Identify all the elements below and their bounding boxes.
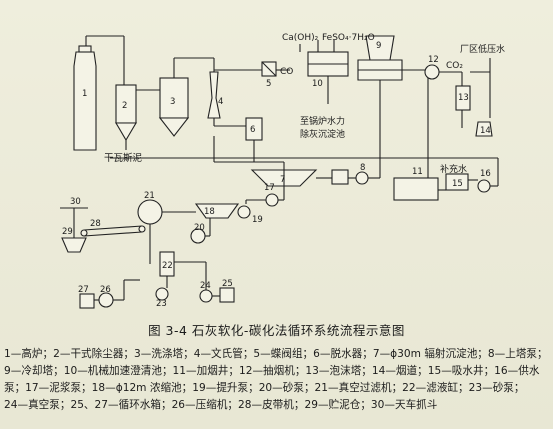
num-1: 1 [82,89,87,99]
num-9: 9 [376,41,381,51]
thickener [194,200,247,219]
num-16: 16 [480,169,491,179]
num-25: 25 [222,279,233,289]
legend-line-4: 24—真空泵；25、27—循环水箱；26—压缩机；28—皮带机；29—贮泥仓；3… [4,399,438,411]
equipment-numbers: 1 2 3 4 5 6 7 8 9 10 11 12 13 14 15 16 1… [62,41,491,309]
legend-line-3: 泵；17—泥浆泵；18—ϕ12m 浓缩池；19—提升泵；20—砂泵；21—真空过… [4,382,525,394]
label-co: CO [280,67,293,77]
num-30: 30 [70,197,81,207]
label-caoh2: Ca(OH)₂ [282,33,319,43]
legend-line-2: 9—冷却塔；10—机械加速澄清池；11—加烟井；12—抽烟机；13—泡沫塔；14… [4,365,540,377]
legend-line-1: 1—高炉；2—干式除尘器；3—洗涤塔；4—文氏管；5—蝶阀组；6—脱水器；7—ϕ… [4,348,548,360]
figure-legend: 1—高炉；2—干式除尘器；3—洗涤塔；4—文氏管；5—蝶阀组；6—脱水器；7—ϕ… [4,346,552,414]
cooling-tower [357,35,429,178]
num-8: 8 [360,163,365,173]
diagram-labels: 干瓦斯泥 Ca(OH)₂ FeSO₄·7H₂O CO CO₂ 厂区低压水 至锅炉… [104,33,505,175]
label-boiler-1: 至锅炉水力 [300,115,345,127]
num-7: 7 [280,175,285,185]
label-ganwa: 干瓦斯泥 [104,152,143,164]
sand-pump-23 [155,276,169,301]
num-4: 4 [218,97,223,107]
venturi-tube [207,58,246,127]
num-29: 29 [62,227,73,237]
num-21: 21 [144,191,155,201]
num-22: 22 [162,261,173,271]
vacuum-filter [137,199,196,264]
dry-dust-collector [115,36,160,150]
num-5: 5 [266,79,271,89]
label-makeup: 补充水 [440,163,467,175]
num-15: 15 [452,179,463,189]
num-2: 2 [122,101,127,111]
num-10: 10 [312,79,323,89]
num-11: 11 [412,167,423,177]
exhaust-fan [424,64,462,80]
flue-gas-well [393,177,446,201]
num-26: 26 [100,285,111,295]
num-17: 17 [264,183,275,193]
num-3: 3 [170,97,175,107]
belt-conveyor [80,225,146,237]
slurry-pump [246,186,285,207]
label-boiler-2: 除灰沉淀池 [300,128,345,140]
num-28: 28 [90,219,101,229]
tower-feed-pump [316,80,381,185]
vacuum-pump [174,261,235,303]
blast-furnace [73,35,124,151]
label-feso4: FeSO₄·7H₂O [322,33,375,43]
num-18: 18 [204,207,215,217]
figure-caption: 图 3-4 石灰软化-碳化法循环系统流程示意图 [148,323,405,338]
num-23: 23 [156,299,167,309]
label-factory-water: 厂区低压水 [460,43,505,55]
label-co2: CO₂ [446,61,463,71]
accelerated-clarifier [307,40,349,104]
foam-tower [455,58,491,128]
num-20: 20 [194,223,205,233]
flue-duct [475,121,493,137]
num-14: 14 [480,126,491,136]
sludge-bin [60,207,88,253]
water-supply-pump [110,157,499,193]
num-13: 13 [458,93,469,103]
suction-well [445,173,478,191]
sand-pump-20 [190,218,211,244]
lift-pump [237,205,251,219]
radial-settling-tank [213,136,318,187]
num-24: 24 [200,281,211,291]
num-6: 6 [250,125,255,135]
scrubbing-tower [158,57,214,137]
num-19: 19 [252,215,263,225]
num-12: 12 [428,55,439,65]
num-27: 27 [78,285,89,295]
butterfly-valve-group [214,61,290,77]
compressor [79,279,140,309]
